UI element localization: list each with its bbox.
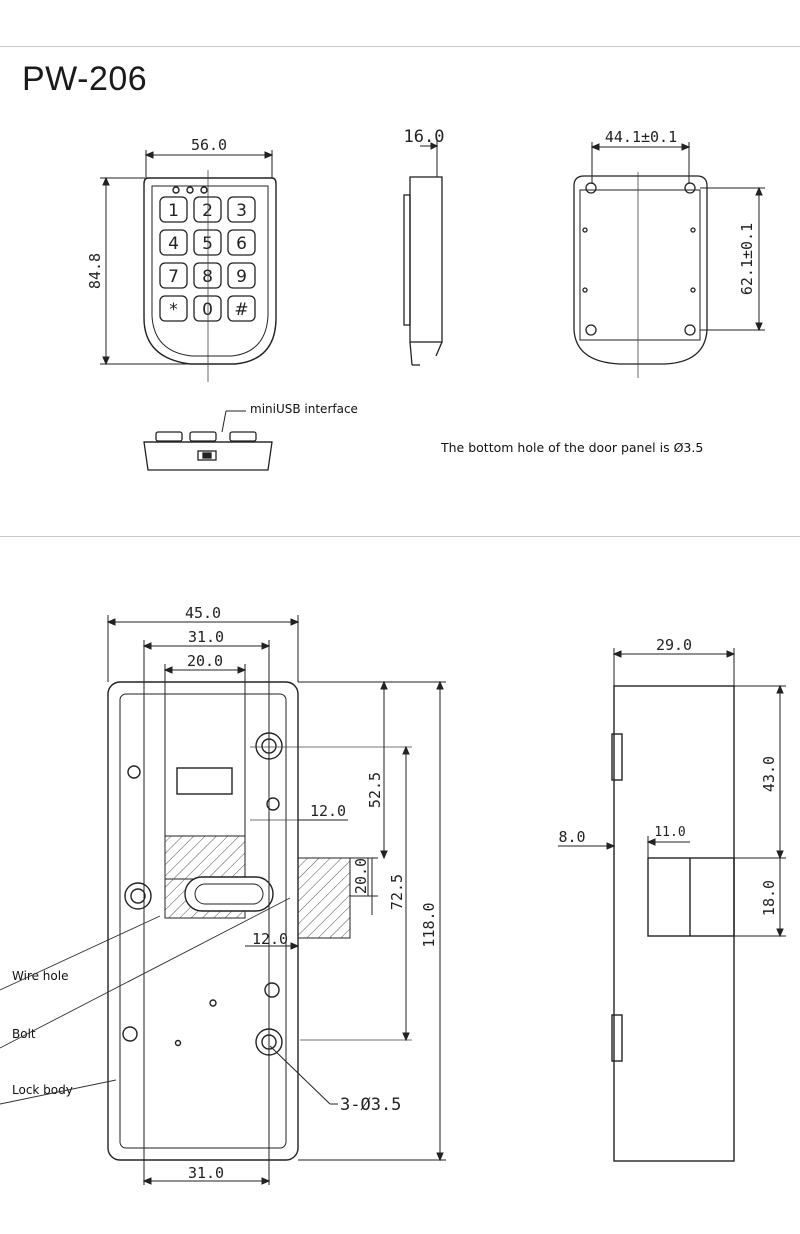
lock-side-view (611, 685, 735, 1162)
dim-hole-height-label: 62.1±0.1 (738, 223, 756, 295)
hole-spec-label: 3-Ø3.5 (340, 1095, 401, 1115)
svg-text:118.0: 118.0 (420, 902, 438, 947)
side-bolt (647, 857, 735, 937)
led-indicator (172, 186, 180, 194)
svg-text:20.0: 20.0 (352, 858, 370, 894)
keypad-keys: 1 2 3 4 5 6 7 8 (159, 196, 256, 322)
svg-text:72.5: 72.5 (388, 874, 406, 910)
dim-width-56-label: 56.0 (191, 136, 227, 154)
key-9-label: 9 (236, 267, 247, 287)
wire-hole-label: Wire hole (12, 969, 68, 983)
door-hole-note: The bottom hole of the door panel is Ø3.… (441, 440, 704, 455)
dim-lock-45-label: 45.0 (185, 604, 221, 622)
key-9 (227, 262, 256, 289)
side-keys-edge (403, 194, 411, 326)
dim-side-11 (646, 836, 690, 858)
svg-text:43.0: 43.0 (760, 756, 778, 792)
wire-hole-slot (184, 876, 274, 912)
keypad-front-view (143, 177, 277, 365)
dim-lock-45 (106, 615, 300, 682)
lock-body-label: Lock body (12, 1083, 73, 1097)
lock-body-front (107, 681, 299, 1161)
key-3-label: 3 (236, 201, 247, 221)
key-2-label: 2 (202, 201, 213, 221)
key-4-label: 4 (168, 234, 179, 254)
key-7-label: 7 (168, 267, 179, 287)
side-body (409, 176, 443, 343)
mount-hole (124, 882, 152, 910)
dim-12-upper-label: 12.0 (310, 802, 346, 820)
dim-hole-width-label: 44.1±0.1 (605, 128, 677, 146)
hole-spec-leader (269, 1045, 338, 1105)
top-divider (0, 46, 800, 47)
dim-side-8 (558, 842, 616, 850)
key-1-label: 1 (168, 201, 179, 221)
keypad-side-view (403, 176, 443, 366)
miniusb-leader (221, 410, 246, 433)
dim-side-43 (734, 684, 786, 860)
dim-depth-16-label: 16.0 (404, 127, 445, 147)
key-5 (193, 229, 222, 256)
key-6 (227, 229, 256, 256)
key-1 (159, 196, 188, 223)
dim-depth-16 (420, 140, 439, 177)
keypad-outline (143, 177, 277, 365)
dim-118 (298, 680, 446, 1162)
dim-height-84-label: 84.8 (86, 253, 104, 289)
svg-text:31.0: 31.0 (188, 1164, 224, 1182)
dim-height-84 (100, 176, 190, 366)
key-3 (227, 196, 256, 223)
side-outline (613, 685, 735, 1162)
miniusb-port (197, 450, 217, 461)
dim-12-lower-label: 12.0 (252, 930, 288, 948)
key-2 (193, 196, 222, 223)
keypad-inner-outline (151, 185, 269, 357)
lock-window (176, 767, 233, 795)
dim-bolt-20 (368, 857, 378, 915)
dim-lock-20 (163, 664, 247, 694)
middle-divider (0, 536, 800, 537)
key-star-label: * (169, 300, 178, 320)
key-6-label: 6 (236, 234, 247, 254)
led-indicator (186, 186, 194, 194)
svg-text:29.0: 29.0 (656, 636, 692, 654)
bolt-extension (297, 857, 351, 939)
key-0 (193, 295, 222, 322)
key-5-label: 5 (202, 234, 213, 254)
dim-lock-31-top-label: 31.0 (188, 628, 224, 646)
dim-width-56 (144, 150, 274, 178)
miniusb-note: miniUSB interface (250, 402, 358, 416)
keypad-bottom-view (143, 431, 273, 471)
svg-text:11.0: 11.0 (654, 825, 685, 840)
dim-side-29 (612, 648, 736, 686)
dim-52-5 (298, 680, 390, 860)
model-title: PW-206 (22, 60, 148, 98)
dim-lock-31-top (142, 640, 271, 1185)
key-star (159, 295, 188, 322)
svg-text:18.0: 18.0 (760, 880, 778, 916)
key-8-label: 8 (202, 267, 213, 287)
key-hash (227, 295, 256, 322)
key-hash-label: # (234, 300, 248, 320)
svg-text:52.5: 52.5 (366, 772, 384, 808)
bolt-label: Bolt (12, 1027, 36, 1041)
dim-lock-31-bottom (142, 1177, 271, 1185)
dim-hole-width (590, 142, 691, 184)
keypad-back-view (573, 175, 708, 365)
key-0-label: 0 (202, 300, 213, 320)
svg-text:8.0: 8.0 (558, 828, 585, 846)
key-8 (193, 262, 222, 289)
dim-72-5 (402, 745, 410, 1042)
lock-inner (119, 693, 287, 1149)
key-7 (159, 262, 188, 289)
dim-hole-height (700, 186, 765, 332)
led-indicator (200, 186, 208, 194)
key-4 (159, 229, 188, 256)
dim-side-18 (734, 858, 786, 938)
dim-lock-20-label: 20.0 (187, 652, 223, 670)
